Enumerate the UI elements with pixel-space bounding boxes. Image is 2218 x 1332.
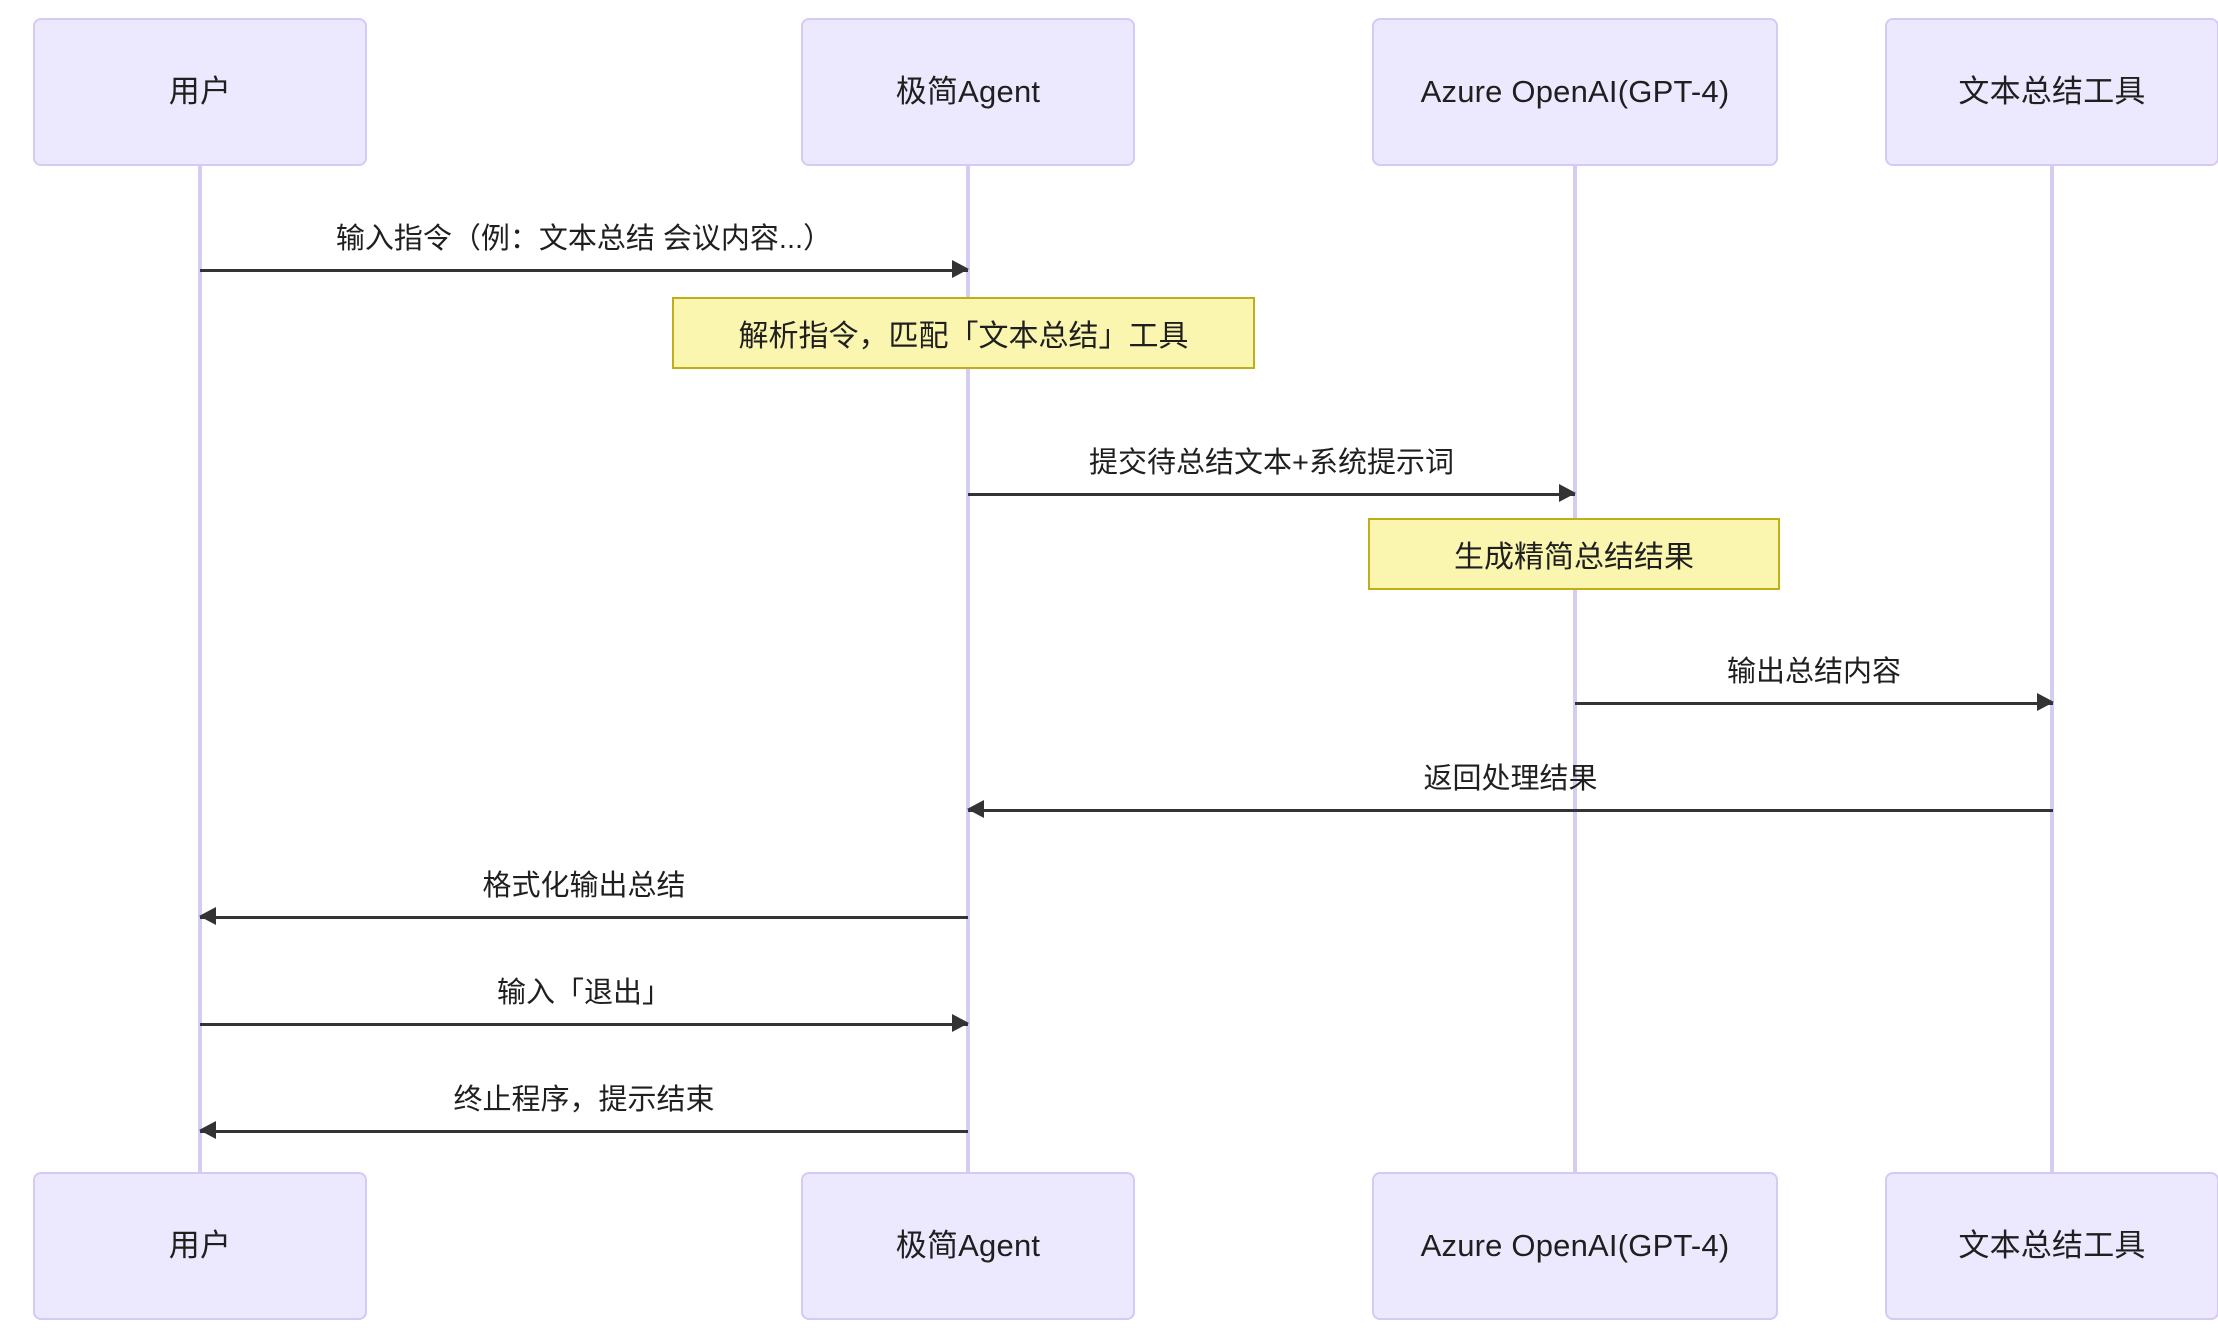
participant-tool-bottom[interactable]: 文本总结工具 bbox=[1885, 1172, 2218, 1320]
participant-label: 文本总结工具 bbox=[1958, 1227, 2146, 1263]
message-line bbox=[200, 1023, 968, 1026]
participant-label: Azure OpenAI(GPT-4) bbox=[1420, 73, 1730, 109]
participant-label: 用户 bbox=[168, 73, 232, 109]
note-label: 解析指令，匹配「文本总结」工具 bbox=[738, 320, 1189, 353]
participant-label: 极简Agent bbox=[895, 73, 1041, 109]
message-line bbox=[1575, 702, 2053, 705]
arrow-head-right-icon bbox=[952, 260, 969, 278]
message-label: 终止程序，提示结束 bbox=[453, 1084, 715, 1117]
participant-agent-top[interactable]: 极简Agent bbox=[801, 18, 1135, 166]
participant-user-bottom[interactable]: 用户 bbox=[33, 1172, 367, 1320]
message-label: 格式化输出总结 bbox=[482, 870, 686, 903]
message-line bbox=[200, 916, 968, 919]
message-line bbox=[968, 809, 2053, 812]
participant-label: 用户 bbox=[168, 1227, 232, 1263]
note-n1: 解析指令，匹配「文本总结」工具 bbox=[672, 297, 1255, 369]
message-label: 输入指令（例：文本总结 会议内容...） bbox=[335, 223, 833, 256]
participant-label: 文本总结工具 bbox=[1958, 73, 2146, 109]
participant-label: 极简Agent bbox=[895, 1227, 1041, 1263]
lifeline-azure bbox=[1573, 166, 1577, 1172]
participant-label: Azure OpenAI(GPT-4) bbox=[1420, 1227, 1730, 1263]
note-label: 生成精简总结结果 bbox=[1454, 541, 1694, 574]
participant-tool-top[interactable]: 文本总结工具 bbox=[1885, 18, 2218, 166]
message-label: 提交待总结文本+系统提示词 bbox=[1089, 447, 1454, 480]
message-line bbox=[968, 493, 1575, 496]
arrow-head-right-icon bbox=[2037, 693, 2054, 711]
note-n2: 生成精简总结结果 bbox=[1368, 518, 1780, 590]
lifeline-agent bbox=[966, 166, 970, 1172]
message-line bbox=[200, 1130, 968, 1133]
arrow-head-left-icon bbox=[967, 800, 984, 818]
participant-user-top[interactable]: 用户 bbox=[33, 18, 367, 166]
participant-azure-top[interactable]: Azure OpenAI(GPT-4) bbox=[1372, 18, 1778, 166]
arrow-head-right-icon bbox=[1559, 484, 1576, 502]
message-label: 输入「退出」 bbox=[496, 977, 671, 1010]
lifeline-user bbox=[198, 166, 202, 1172]
message-label: 返回处理结果 bbox=[1423, 763, 1598, 796]
arrow-head-left-icon bbox=[199, 907, 216, 925]
lifeline-tool bbox=[2050, 166, 2054, 1172]
arrow-head-right-icon bbox=[952, 1014, 969, 1032]
message-line bbox=[200, 269, 968, 272]
arrow-head-left-icon bbox=[199, 1121, 216, 1139]
participant-azure-bottom[interactable]: Azure OpenAI(GPT-4) bbox=[1372, 1172, 1778, 1320]
participant-agent-bottom[interactable]: 极简Agent bbox=[801, 1172, 1135, 1320]
message-label: 输出总结内容 bbox=[1726, 656, 1901, 689]
